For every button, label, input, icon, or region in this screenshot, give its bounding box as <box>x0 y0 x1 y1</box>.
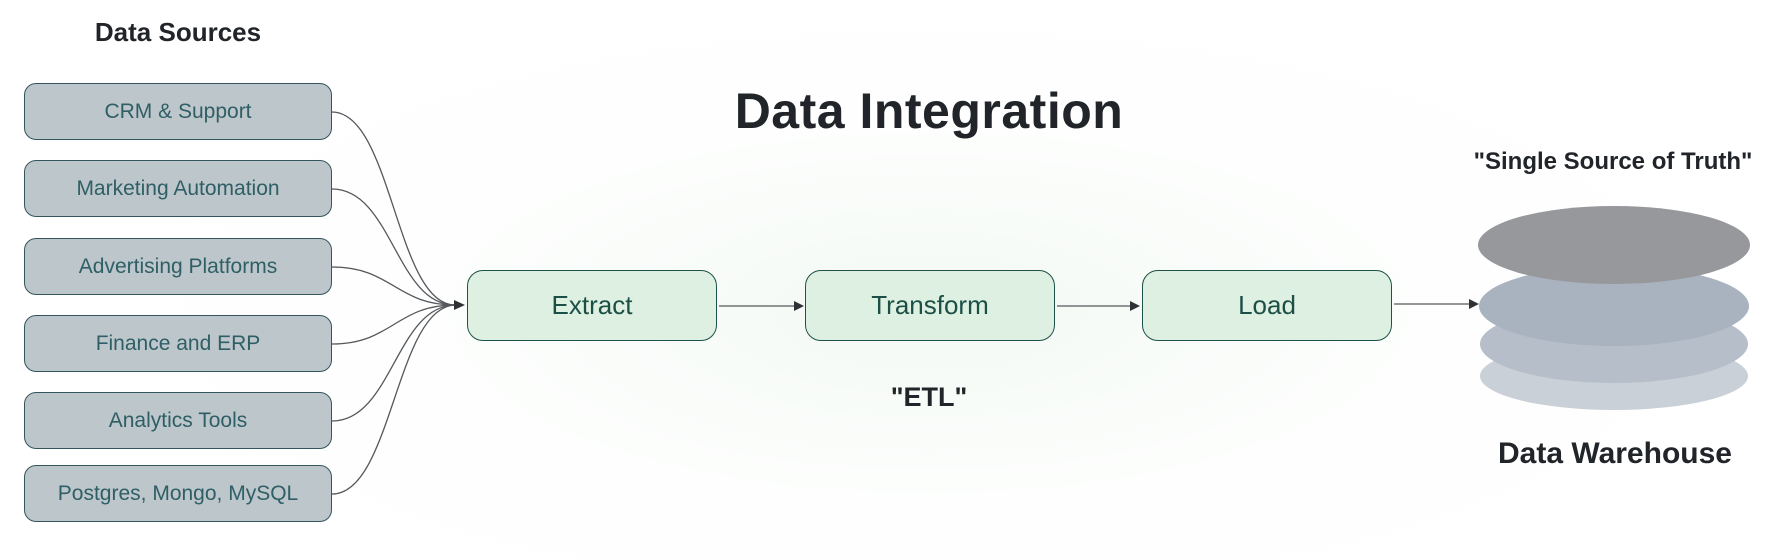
edge-finance-extract <box>331 304 456 345</box>
edge-marketing-extract <box>331 188 456 306</box>
source-node-label: Marketing Automation <box>76 176 280 200</box>
step-node-label: Load <box>1238 290 1296 320</box>
edge-advertising-extract <box>331 266 456 306</box>
source-node-label: Postgres, Mongo, MySQL <box>57 481 299 505</box>
edge-analytics-extract <box>331 304 456 422</box>
edge-crm-extract <box>331 111 456 306</box>
warehouse-disk-3 <box>1480 305 1748 383</box>
warehouse-disk-2 <box>1479 266 1749 346</box>
source-node-marketing-automation: Marketing Automation <box>24 160 332 217</box>
step-node-extract: Extract <box>467 270 717 341</box>
source-node-analytics-tools: Analytics Tools <box>24 392 332 449</box>
edge-databases-extract <box>331 304 456 495</box>
source-node-crm-support: CRM & Support <box>24 83 332 140</box>
source-node-label: Analytics Tools <box>108 408 248 432</box>
step-node-load: Load <box>1142 270 1392 341</box>
source-connector-edges <box>331 111 456 495</box>
source-node-finance-erp: Finance and ERP <box>24 315 332 372</box>
arrowhead-warehouse-icon <box>1469 299 1479 309</box>
source-node-label: CRM & Support <box>104 99 252 123</box>
page-title: Data Integration <box>734 83 1124 139</box>
single-source-of-truth-quote: "Single Source of Truth" <box>1473 148 1753 175</box>
warehouse-disk-bottom <box>1480 342 1748 410</box>
data-warehouse-label: Data Warehouse <box>1498 437 1732 470</box>
source-node-label: Finance and ERP <box>95 331 261 355</box>
data-warehouse-icon <box>1478 206 1750 410</box>
source-node-databases: Postgres, Mongo, MySQL <box>24 465 332 522</box>
step-node-label: Extract <box>551 290 633 320</box>
arrowhead-load-icon <box>1130 301 1140 311</box>
arrowhead-into-extract-icon <box>454 300 465 310</box>
step-node-label: Transform <box>871 290 989 320</box>
etl-caption: "ETL" <box>890 382 968 412</box>
arrowhead-transform-icon <box>794 301 804 311</box>
step-node-transform: Transform <box>805 270 1055 341</box>
warehouse-disk-top <box>1478 206 1750 284</box>
source-node-label: Advertising Platforms <box>78 254 278 278</box>
source-node-advertising-platforms: Advertising Platforms <box>24 238 332 295</box>
data-sources-title: Data Sources <box>94 17 262 47</box>
